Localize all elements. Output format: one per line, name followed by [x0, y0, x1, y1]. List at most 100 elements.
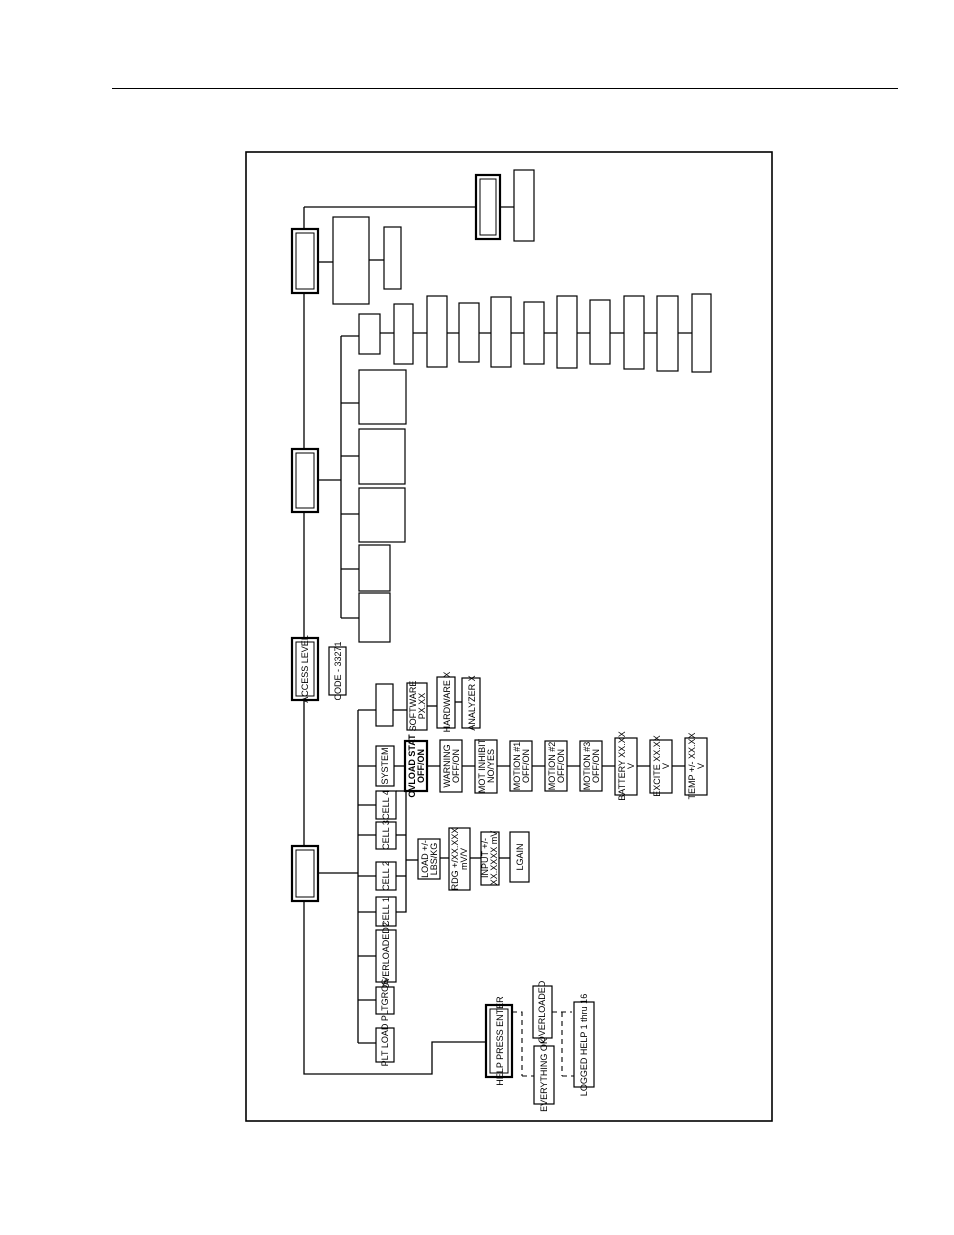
- excite-label-1: EXCITE XX.XX: [652, 735, 662, 797]
- top-branch-big-box: [332, 216, 370, 305]
- chain-box-3: [458, 302, 480, 363]
- second-branch-box-5: [358, 544, 391, 592]
- overloaded-box: OVERLOADED: [532, 980, 553, 1043]
- temp-label-1: TEMP +/- XX.XX: [687, 732, 697, 799]
- top-right-branch: [474, 169, 535, 242]
- temp-box: TEMP +/- XX.XX V: [684, 732, 708, 800]
- motion1-label-2: OFF/ON: [521, 749, 531, 783]
- chain-box-10: [691, 293, 712, 373]
- battery-label-1: BATTERY XX.XX: [617, 731, 627, 801]
- plt-load-item[interactable]: PLT LOAD: [375, 1023, 395, 1066]
- second-branch-box-6: [358, 592, 391, 643]
- mot-inhibit-box: MOT INHIBIT NO/YES: [474, 738, 498, 794]
- hardware-box: HARDWARE X: [436, 672, 456, 733]
- help-press-enter-box[interactable]: HELP PRESS ENTER: [484, 996, 514, 1086]
- chain-box-1: [393, 303, 414, 365]
- lgain-label: LGAIN: [515, 843, 525, 870]
- second-level-branch: [318, 293, 712, 643]
- top-right-tall-box: [513, 169, 535, 242]
- software-label-1: SOFTWARE: [408, 681, 418, 732]
- top-level-branch: [318, 216, 402, 305]
- motion2-label-1: MOTION #2: [547, 742, 557, 791]
- input-label-1: INPUT +/-: [480, 838, 490, 878]
- mot-label-2: NO/YES: [486, 749, 496, 783]
- load-label-1: LOAD +/-: [420, 840, 430, 878]
- blank-box[interactable]: [375, 683, 394, 727]
- system-item[interactable]: SYSTEM: [375, 745, 395, 787]
- code-label: CODE - 33271: [333, 641, 343, 700]
- access-level-label: ACCESS LEVEL: [300, 635, 310, 703]
- motion3-label-1: MOTION #3: [582, 742, 592, 791]
- second-branch-box-3: [358, 428, 406, 485]
- motion1-box: MOTION #1 OFF/ON: [509, 740, 533, 792]
- everything-ok-box: EVERYTHING OK: [533, 1038, 555, 1112]
- software-label-2: PX.XX: [417, 693, 427, 720]
- code-box: [328, 646, 347, 696]
- ovload-stat-box: OVLOAD STAT OFF/ON: [403, 734, 429, 798]
- top-branch-narrow-box: [383, 226, 402, 290]
- chain-box-6: [556, 295, 578, 369]
- cell4-label: CELL 4: [381, 790, 391, 820]
- cell3-item[interactable]: CELL 3: [375, 820, 397, 850]
- ovload-label-2: OFF/ON: [416, 749, 426, 783]
- ovload-label-1: OVLOAD STAT: [407, 734, 417, 798]
- lgain-box: LGAIN: [509, 831, 530, 883]
- chain-box-7: [589, 299, 611, 365]
- motion1-label-1: MOTION #1: [512, 742, 522, 791]
- rdg-label-2: mV/V: [459, 848, 469, 870]
- chain-box-8: [623, 295, 645, 370]
- cell2-item[interactable]: CELL 2: [375, 861, 397, 891]
- chain-box-4: [490, 296, 512, 368]
- chain-box-2: [426, 295, 448, 368]
- logged-help-label: LOGGED HELP 1 thru 16: [579, 994, 589, 1096]
- excite-label-2: V: [661, 763, 671, 769]
- level-box-top[interactable]: [290, 227, 320, 295]
- overloaded-label: OVERLOADED: [537, 980, 547, 1043]
- logged-help-box: LOGGED HELP 1 thru 16: [573, 994, 595, 1096]
- help-dashed-lines: [512, 1011, 574, 1077]
- cell1-item[interactable]: CELL 1: [375, 896, 397, 927]
- input-box: INPUT +/- XX.XXXX mV: [480, 831, 500, 886]
- second-branch-box-1: [358, 313, 381, 355]
- warning-label-2: OFF/ON: [451, 749, 461, 783]
- battery-box: BATTERY XX.XX V: [614, 731, 638, 801]
- cell1-label: CELL 1: [381, 897, 391, 927]
- header-rule: [112, 88, 898, 89]
- software-box: SOFTWARE PX.XX: [406, 681, 428, 732]
- chain-box-5: [523, 301, 545, 365]
- pltgros-item[interactable]: PLTGROS: [375, 979, 395, 1021]
- excite-box: EXCITE XX.XX V: [649, 735, 673, 797]
- pltgros-label: PLTGROS: [380, 979, 390, 1021]
- hardware-label: HARDWARE X: [442, 672, 452, 733]
- warning-box: WARNING OFF/ON: [439, 739, 463, 793]
- overloaded-q-item[interactable]: OVERLOADED?: [375, 922, 397, 990]
- warning-label-1: WARNING: [442, 744, 452, 787]
- analyzer-label: ANALYZER X: [467, 675, 477, 730]
- cell3-label: CELL 3: [381, 820, 391, 850]
- cell2-label: CELL 2: [381, 861, 391, 891]
- cell4-item[interactable]: CELL 4: [375, 790, 397, 820]
- level-box-main[interactable]: [290, 844, 320, 903]
- second-branch-box-2: [358, 369, 407, 425]
- second-branch-box-4: [358, 487, 406, 543]
- temp-label-2: V: [696, 763, 706, 769]
- system-label: SYSTEM: [380, 747, 390, 784]
- load-box: LOAD +/- LBS/KG: [417, 838, 441, 880]
- input-label-2: XX.XXXX mV: [489, 831, 499, 886]
- access-level-box[interactable]: ACCESS LEVEL: [290, 635, 320, 703]
- motion3-label-2: OFF/ON: [591, 749, 601, 783]
- mot-label-1: MOT INHIBIT: [477, 738, 487, 793]
- help-label: HELP PRESS ENTER: [495, 996, 505, 1086]
- diagram-frame: [245, 151, 773, 1122]
- motion2-box: MOTION #2 OFF/ON: [544, 740, 568, 792]
- analyzer-box: ANALYZER X: [461, 675, 481, 731]
- motion3-box: MOTION #3 OFF/ON: [579, 740, 603, 792]
- rdg-box: RDG +/XX.XXX mV/V: [448, 827, 471, 891]
- overloaded-q-label: OVERLOADED?: [381, 922, 391, 990]
- plt-load-label: PLT LOAD: [380, 1023, 390, 1066]
- level-box-second[interactable]: [290, 447, 320, 514]
- rdg-label-1: RDG +/XX.XXX: [450, 828, 460, 891]
- load-label-2: LBS/KG: [429, 843, 439, 876]
- chain-box-9: [656, 295, 679, 372]
